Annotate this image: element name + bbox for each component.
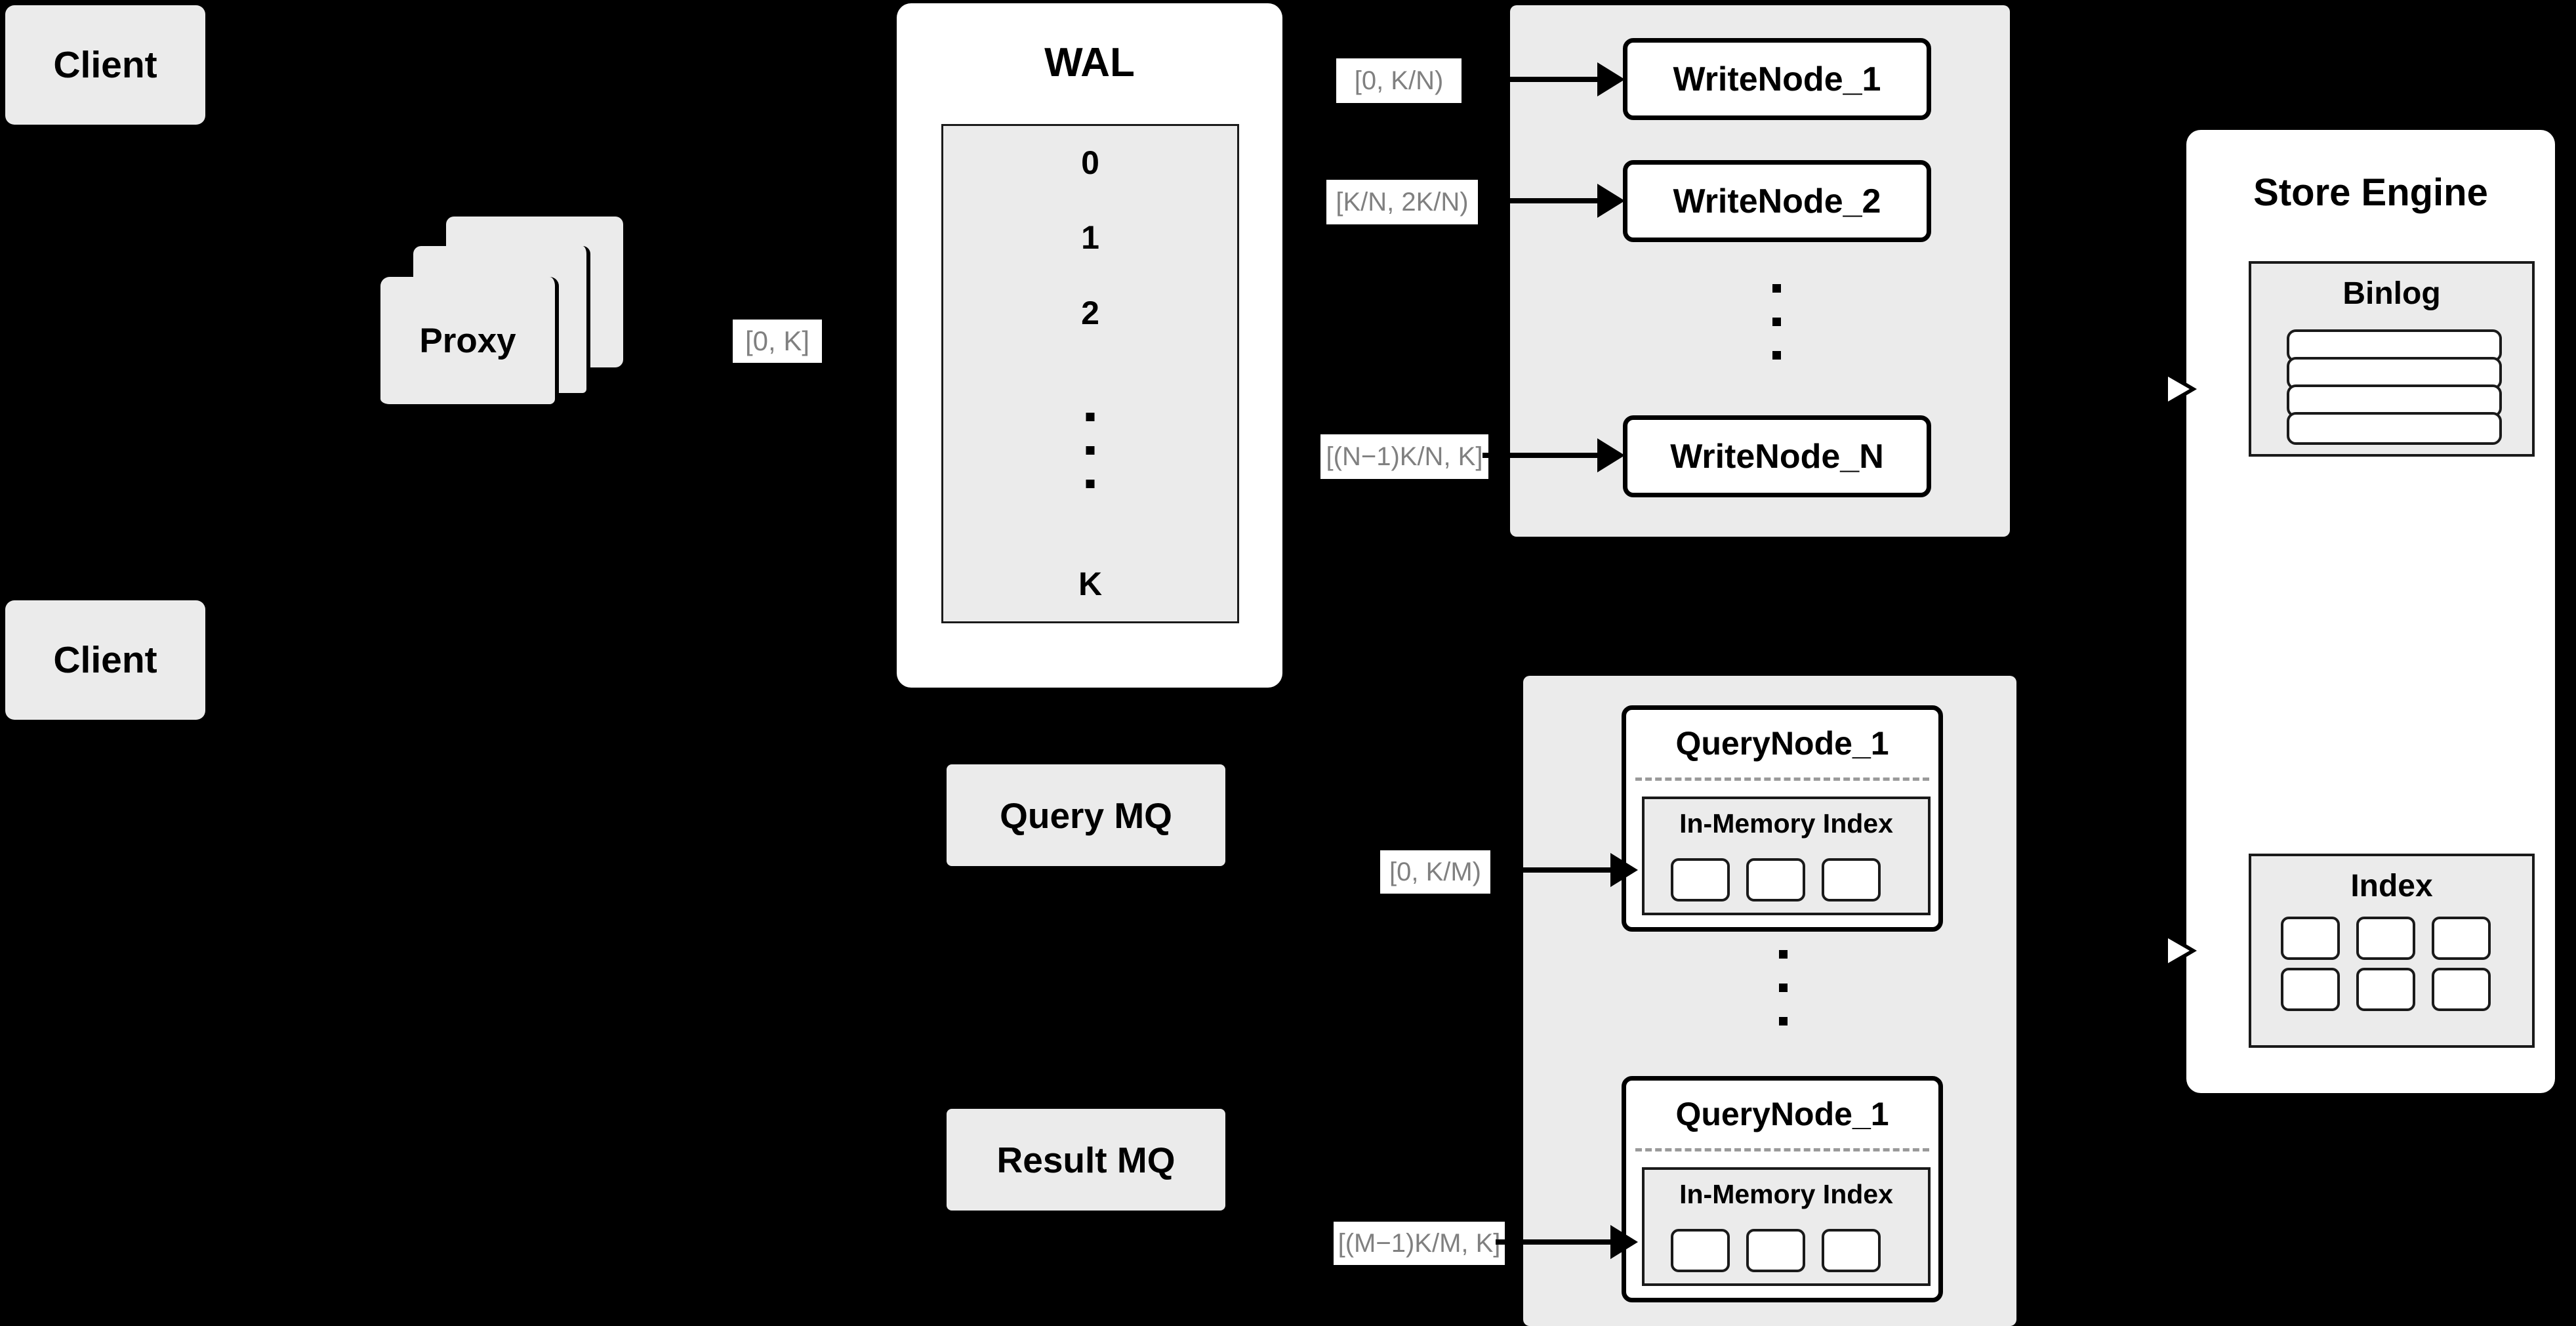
client-node-1-label: Client: [53, 44, 157, 86]
write-node-2[interactable]: WriteNode_2: [1623, 160, 1931, 242]
result-mq-node[interactable]: Result MQ: [947, 1109, 1225, 1211]
store-engine-panel: Store Engine Binlog Index: [2186, 130, 2555, 1093]
index-cell: [1671, 858, 1730, 901]
arrow-to-write-node-1-head: [1597, 62, 1625, 96]
index-cell: [1822, 1229, 1881, 1272]
wal-row: 0: [941, 124, 1239, 201]
query-node-2-in-memory-index: In-Memory Index: [1642, 1167, 1931, 1286]
result-mq-label: Result MQ: [996, 1139, 1176, 1180]
arrow-to-index: [2132, 948, 2170, 953]
index-cell: [1822, 858, 1881, 901]
wal-row-label: 0: [1081, 144, 1099, 181]
query-node-1[interactable]: QueryNode_1 In-Memory Index: [1622, 705, 1943, 932]
index-box: Index: [2249, 854, 2535, 1048]
index-cell: [2356, 917, 2415, 960]
arrow-to-query-node-1-head: [1610, 853, 1638, 887]
index-cell: [1746, 858, 1805, 901]
query-node-2-label: QueryNode_1: [1675, 1096, 1889, 1132]
arrow-to-binlog: [2132, 386, 2170, 392]
query-mq-node[interactable]: Query MQ: [947, 764, 1225, 866]
query-node-1-in-memory-index: In-Memory Index: [1642, 797, 1931, 915]
write-node-1-range-label: [0, K/N): [1336, 58, 1462, 103]
binlog-row: [2287, 412, 2502, 445]
arrow-to-write-node-2: [1482, 198, 1597, 203]
client-node-2[interactable]: Client: [5, 600, 205, 720]
proxy-output-range-label: [0, K]: [733, 320, 822, 363]
arrow-to-write-node-2-head: [1597, 184, 1625, 218]
wal-row-label: K: [1078, 565, 1103, 602]
index-cell: [2281, 968, 2340, 1011]
wal-row-label: 2: [1081, 294, 1099, 331]
write-node-n-label: WriteNode_N: [1670, 437, 1884, 476]
query-node-2-range-label: [(M−1)K/M, K]: [1334, 1222, 1505, 1265]
index-cell: [1746, 1229, 1805, 1272]
query-node-1-range-label: [0, K/M): [1380, 850, 1490, 894]
wal-row-label: 1: [1081, 218, 1099, 256]
query-node-1-label: QueryNode_1: [1675, 725, 1889, 762]
arrow-to-write-node-n-head: [1597, 438, 1625, 472]
write-node-1[interactable]: WriteNode_1: [1623, 38, 1931, 120]
arrow-to-write-node-n: [1482, 453, 1597, 458]
write-cluster-ellipsis-dots: [1772, 284, 1781, 360]
query-mq-label: Query MQ: [1000, 795, 1172, 836]
wal-row: 2: [941, 275, 1239, 352]
index-cell: [2432, 917, 2491, 960]
query-node-2-separator: [1635, 1148, 1929, 1151]
wal-row: K: [941, 546, 1239, 623]
binlog-row: [2287, 329, 2502, 362]
proxy-node-label: Proxy: [419, 321, 516, 360]
write-node-n-range-label: [(N−1)K/N, K]: [1320, 434, 1488, 479]
write-node-cluster: WriteNode_1 WriteNode_2 WriteNode_N: [1510, 5, 2010, 537]
query-cluster-ellipsis-dots: [1779, 950, 1788, 1026]
store-engine-title: Store Engine: [2253, 171, 2488, 214]
query-node-cluster: QueryNode_1 In-Memory Index QueryNode_1: [1523, 676, 2016, 1326]
index-cell: [2432, 968, 2491, 1011]
wal-row-ellipsis: [941, 350, 1239, 548]
arrow-to-query-node-2: [1496, 1239, 1610, 1245]
index-cell: [2356, 968, 2415, 1011]
client-node-2-label: Client: [53, 639, 157, 681]
client-node-1[interactable]: Client: [5, 5, 205, 125]
wal-panel: WAL 0 1 2 K: [897, 3, 1282, 688]
query-node-1-separator: [1635, 777, 1929, 781]
wal-row: 1: [941, 199, 1239, 277]
arrow-to-query-node-1: [1496, 867, 1610, 873]
query-node-1-in-memory-index-title: In-Memory Index: [1679, 808, 1893, 839]
proxy-node[interactable]: Proxy: [380, 277, 559, 408]
wal-panel-title: WAL: [1044, 40, 1135, 85]
write-node-2-label: WriteNode_2: [1673, 182, 1881, 220]
index-title: Index: [2350, 869, 2433, 903]
proxy-stack[interactable]: Proxy: [380, 217, 689, 433]
binlog-box: Binlog: [2249, 261, 2535, 457]
index-cell: [2281, 917, 2340, 960]
index-cell: [1671, 1229, 1730, 1272]
arrow-to-query-node-2-head: [1610, 1225, 1638, 1259]
arrow-to-write-node-1: [1482, 77, 1597, 82]
wal-ellipsis-dots: [1086, 413, 1095, 488]
query-node-2[interactable]: QueryNode_1 In-Memory Index: [1622, 1076, 1943, 1302]
write-node-2-range-label: [K/N, 2K/N): [1326, 180, 1478, 224]
query-node-2-in-memory-index-title: In-Memory Index: [1679, 1179, 1893, 1209]
write-node-1-label: WriteNode_1: [1673, 60, 1881, 98]
write-node-n[interactable]: WriteNode_N: [1623, 415, 1931, 497]
binlog-title: Binlog: [2342, 276, 2441, 311]
